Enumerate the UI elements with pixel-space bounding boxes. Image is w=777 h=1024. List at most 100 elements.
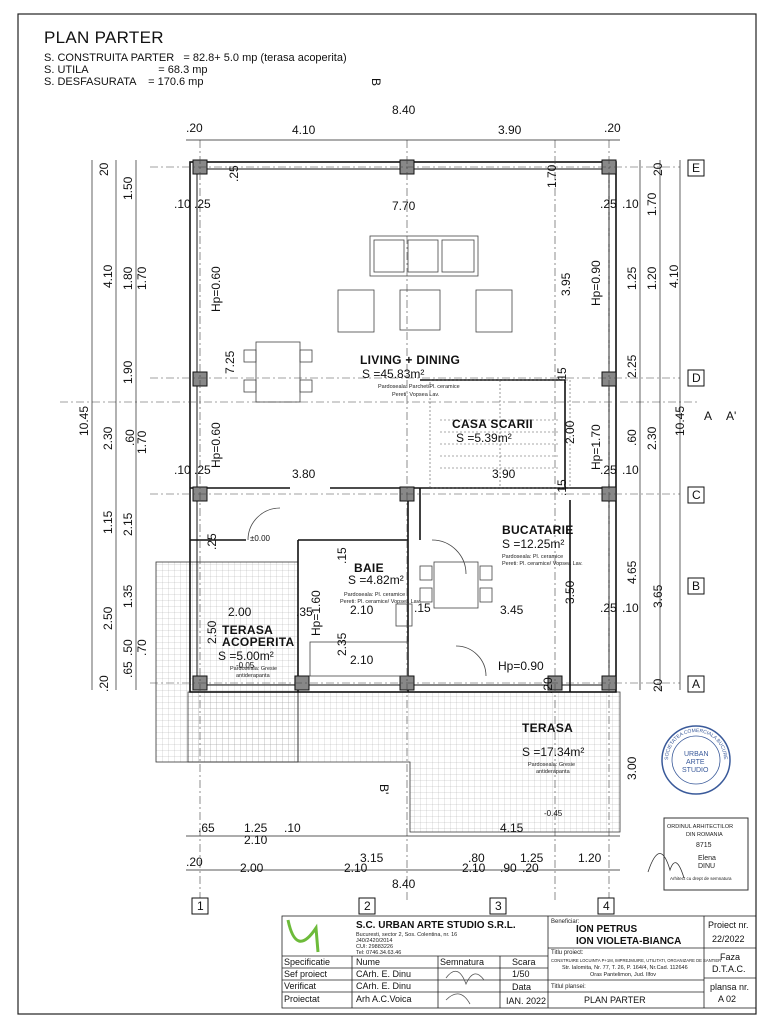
level-005: -0.05	[236, 661, 255, 670]
dim-15b: .15	[335, 547, 349, 564]
dim-bot-row2-j: 1.20	[578, 851, 602, 865]
room-covered-terrace-area: S =5.00m²	[218, 649, 274, 663]
dim-mid-r: 3.90	[492, 467, 516, 481]
dim-25b: .25	[600, 601, 617, 615]
dim-right-i: 3.65	[651, 584, 665, 608]
tb-date-value: IAN. 2022	[506, 996, 546, 1006]
axis-grid	[60, 140, 700, 900]
tb-plansa-value: A 02	[718, 994, 736, 1004]
room-stair-area: S =5.39m²	[456, 431, 512, 445]
hp-160: Hp=1.60	[309, 590, 323, 636]
hp-060a: Hp=0.60	[209, 266, 223, 312]
dim-bot-row1-d: 2.10	[244, 833, 268, 847]
stamp-rect-2: DIN ROMANIA	[686, 832, 723, 838]
dim-left-o: .70	[135, 639, 149, 656]
dim-right-g: .60	[625, 429, 639, 446]
room-covered-terrace-name: TERASA	[222, 623, 273, 637]
dim-25a: .25	[205, 533, 219, 550]
dim-inner-top-r: .25	[600, 197, 617, 211]
tb-plansa-title-label: Titlul plansei:	[551, 984, 586, 990]
section-a2-label: A'	[726, 409, 736, 423]
dim-bot-r: 3.45	[500, 603, 524, 617]
dim-right-l: 20	[651, 678, 665, 692]
dim-right-o: 1.70	[545, 164, 559, 188]
dim-right-a: 4.10	[667, 264, 681, 288]
area-built: S. CONSTRUITA PARTER = 82.8+ 5.0 mp (ter…	[44, 52, 347, 64]
axis-e: E	[692, 161, 700, 175]
tb-r2-name: CArh. E. Dinu	[356, 981, 411, 991]
dim-bot-row1-c: .10	[284, 821, 301, 835]
room-bath-note1: Pardoseala: Pl. ceramice	[344, 592, 405, 598]
level-000: ±0.00	[250, 534, 271, 543]
dim-inner-top-l2: .25	[194, 197, 211, 211]
dim-right-m: .20	[541, 677, 555, 694]
dim-mid-r-small: .25	[600, 463, 617, 477]
dim-inner-top-l: .10	[174, 197, 191, 211]
axis-c: C	[692, 488, 701, 502]
room-stair-name: CASA SCARII	[452, 417, 533, 431]
dim-right-e: 2.25	[625, 354, 639, 378]
axis-2: 2	[364, 899, 371, 913]
dim-right-q: .15	[555, 367, 569, 384]
room-living-note2: Pereti: Vopsea Lav.	[392, 392, 440, 398]
dim-bot-m: 2.10	[350, 603, 374, 617]
dim-bot-row2-b: 2.00	[240, 861, 264, 875]
dim-right-k: 20	[651, 162, 665, 176]
dim-left-n: .50	[121, 639, 135, 656]
hp-090a: Hp=0.90	[589, 260, 603, 306]
furniture	[243, 235, 513, 677]
room-covered-terrace-name2: ACOPERITA	[222, 635, 295, 649]
dim-left-f: 2.30	[101, 426, 115, 450]
area-total: S. DESFASURATA = 170.6 mp	[44, 76, 204, 88]
stamp-studio: STUDIO	[682, 767, 709, 774]
dim-left-l: 1.35	[121, 584, 135, 608]
tb-addr4: Tel: 0746.34.63.46	[356, 950, 401, 956]
tb-plansa-label: plansa nr.	[710, 982, 749, 992]
room-living-note1: Pardoseala: Parchet/Pl. ceramice	[378, 384, 460, 390]
tb-r3-name: Arh A.C.Voica	[356, 994, 412, 1004]
dim-bot-row2-a: .20	[186, 855, 203, 869]
dim-left-a: 4.10	[101, 264, 115, 288]
dimension-lines	[91, 139, 681, 871]
dim-right-total: 10.45	[673, 406, 687, 436]
dim-left-e: 1.90	[121, 360, 135, 384]
dim-bot-row1-a: .65	[198, 821, 215, 835]
room-kitchen-note2: Pereti: Pl. ceramice/ Vopsea Lav.	[502, 561, 583, 567]
dim-right-h: 4.65	[625, 560, 639, 584]
tb-beneficiar-label: Beneficiar:	[551, 919, 580, 925]
tb-plansa-title: PLAN PARTER	[584, 995, 646, 1005]
tb-spec-header: Specificatie	[284, 957, 330, 967]
dim-left-m: .65	[121, 661, 135, 678]
dim-bot-l: 2.00	[228, 605, 252, 619]
dim-10b: .10	[622, 601, 639, 615]
tb-r3-spec: Proiectat	[284, 994, 320, 1004]
dim-bot-row2-h: .90	[500, 861, 517, 875]
room-living-name: LIVING + DINING	[360, 353, 460, 367]
axis-a: A	[692, 677, 700, 691]
staircase	[429, 379, 571, 489]
room-kitchen-note1: Pardoseala: Pl. ceramice	[502, 554, 563, 560]
left-dimension-texts: 10.45 4.10 1.50 1.80 1.70 1.90 2.30 1.70…	[77, 162, 349, 692]
area-usable: S. UTILA = 68.3 mp	[44, 64, 208, 76]
room-terrace-note2: antiderapanta	[536, 769, 571, 775]
dim-left-r: 7.25	[223, 350, 237, 374]
dim-right-r: .15	[555, 479, 569, 496]
stamp-rect-3: 8715	[696, 842, 712, 849]
architect-stamp: ORDINUL ARHITECTILOR DIN ROMANIA 8715 El…	[647, 817, 749, 891]
axis-4: 4	[603, 899, 610, 913]
sheet-border	[17, 13, 757, 1015]
tb-r2-spec: Verificat	[284, 981, 317, 991]
tb-scale-label: Scara	[512, 957, 536, 967]
tb-addr3: CUI: 29883226	[356, 944, 393, 950]
tb-faza-value: D.T.A.C.	[712, 964, 746, 974]
dim-right-s: 2.00	[563, 420, 577, 444]
room-bath-note2: Pereti: Pl. ceramice/ Vopsea Lav.	[340, 599, 421, 605]
tb-sign-header: Semnatura	[440, 957, 484, 967]
stamp-rect-1: ORDINUL ARHITECTILOR	[667, 824, 733, 830]
room-covered-terrace-note2: antiderapanta	[236, 673, 271, 679]
signatures	[445, 970, 485, 1005]
dim-25c: .25	[227, 165, 241, 182]
dim-left-b: 1.50	[121, 176, 135, 200]
